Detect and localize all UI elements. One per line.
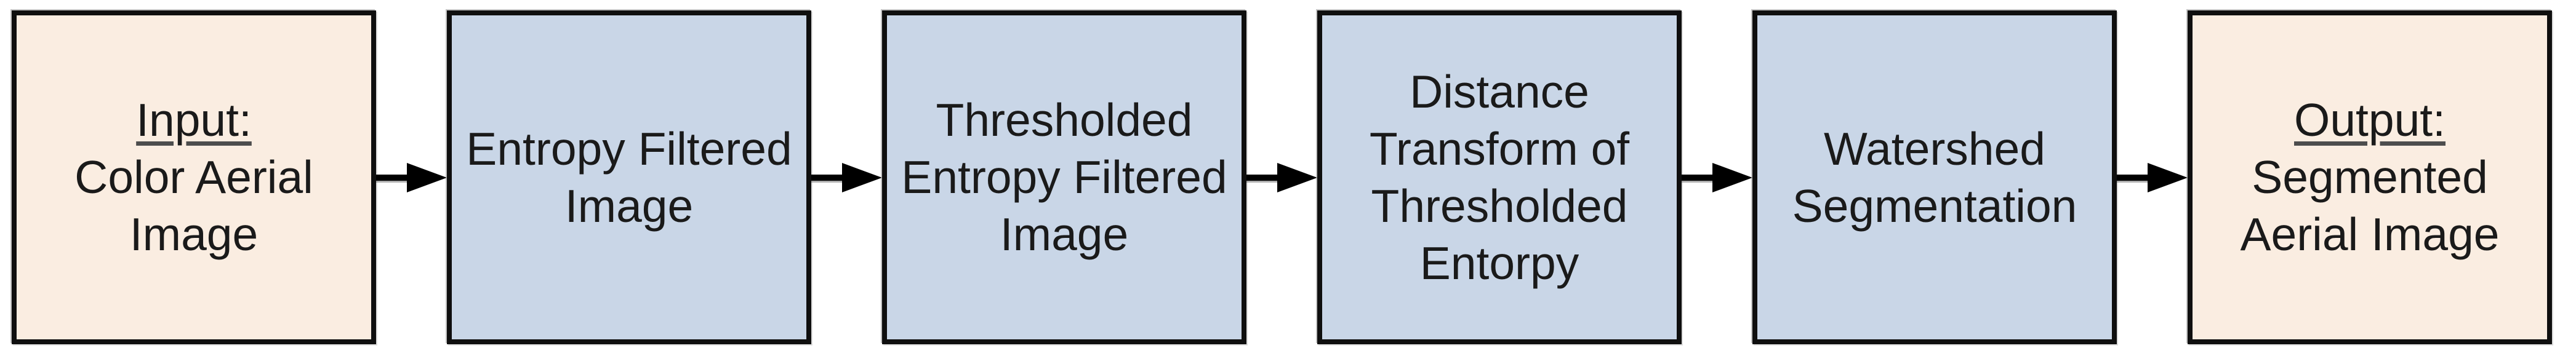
arrow-head-icon [407,162,447,192]
step-title: Input: [136,94,252,146]
step-text-line: Thresholded [936,94,1193,146]
arrow-head-icon [1277,162,1317,192]
arrow-shaft [1682,174,1712,181]
step-text-line: Image [129,208,259,260]
step-text-line: Image [564,180,694,232]
step-text-line: Distance [1410,65,1589,117]
flow-step-input-label: Input: Color Aerial Image [74,92,313,263]
step-text-line: Watershed [1824,122,2045,175]
flow-arrow [811,159,882,196]
flow-step-watershed-segmentation-label: Watershed Segmentation [1792,120,2077,235]
flow-step-watershed-segmentation: Watershed Segmentation [1752,10,2117,344]
step-text-line: Entorpy [1419,237,1579,289]
arrow-shaft [811,174,842,181]
arrow-shaft [2117,174,2148,181]
flow-arrow [1682,159,1752,196]
flow-step-thresholded-entropy: Thresholded Entropy Filtered Image [882,10,1246,344]
step-text-line: Entropy Filtered [901,151,1227,203]
step-text-line: Image [1000,208,1129,260]
flow-step-entropy-filtered-label: Entropy Filtered Image [466,120,792,235]
flow-step-thresholded-entropy-label: Thresholded Entropy Filtered Image [901,92,1227,263]
flow-arrow [376,159,447,196]
flow-step-output-label: Output: Segmented Aerial Image [2240,92,2499,263]
arrow-shaft [1246,174,1277,181]
flow-arrow [1246,159,1317,196]
step-text-line: Entropy Filtered [466,122,792,175]
flow-step-distance-transform: Distance Transform of Thresholded Entorp… [1317,10,1682,344]
flow-step-entropy-filtered: Entropy Filtered Image [447,10,811,344]
step-text-line: Aerial Image [2240,208,2500,260]
step-text-line: Thresholded [1371,180,1628,232]
arrow-head-icon [1712,162,1752,192]
flow-step-output: Output: Segmented Aerial Image [2188,10,2552,344]
step-text-line: Segmented [2252,151,2488,203]
flow-step-distance-transform-label: Distance Transform of Thresholded Entorp… [1370,63,1629,292]
flow-arrow [2117,159,2188,196]
step-text-line: Segmentation [1792,180,2077,232]
arrow-head-icon [842,162,882,192]
flow-step-input: Input: Color Aerial Image [12,10,376,344]
arrow-shaft [376,174,407,181]
arrow-head-icon [2148,162,2188,192]
step-title: Output: [2294,94,2446,146]
step-text-line: Transform of [1369,122,1630,175]
step-text-line: Color Aerial [74,151,313,203]
